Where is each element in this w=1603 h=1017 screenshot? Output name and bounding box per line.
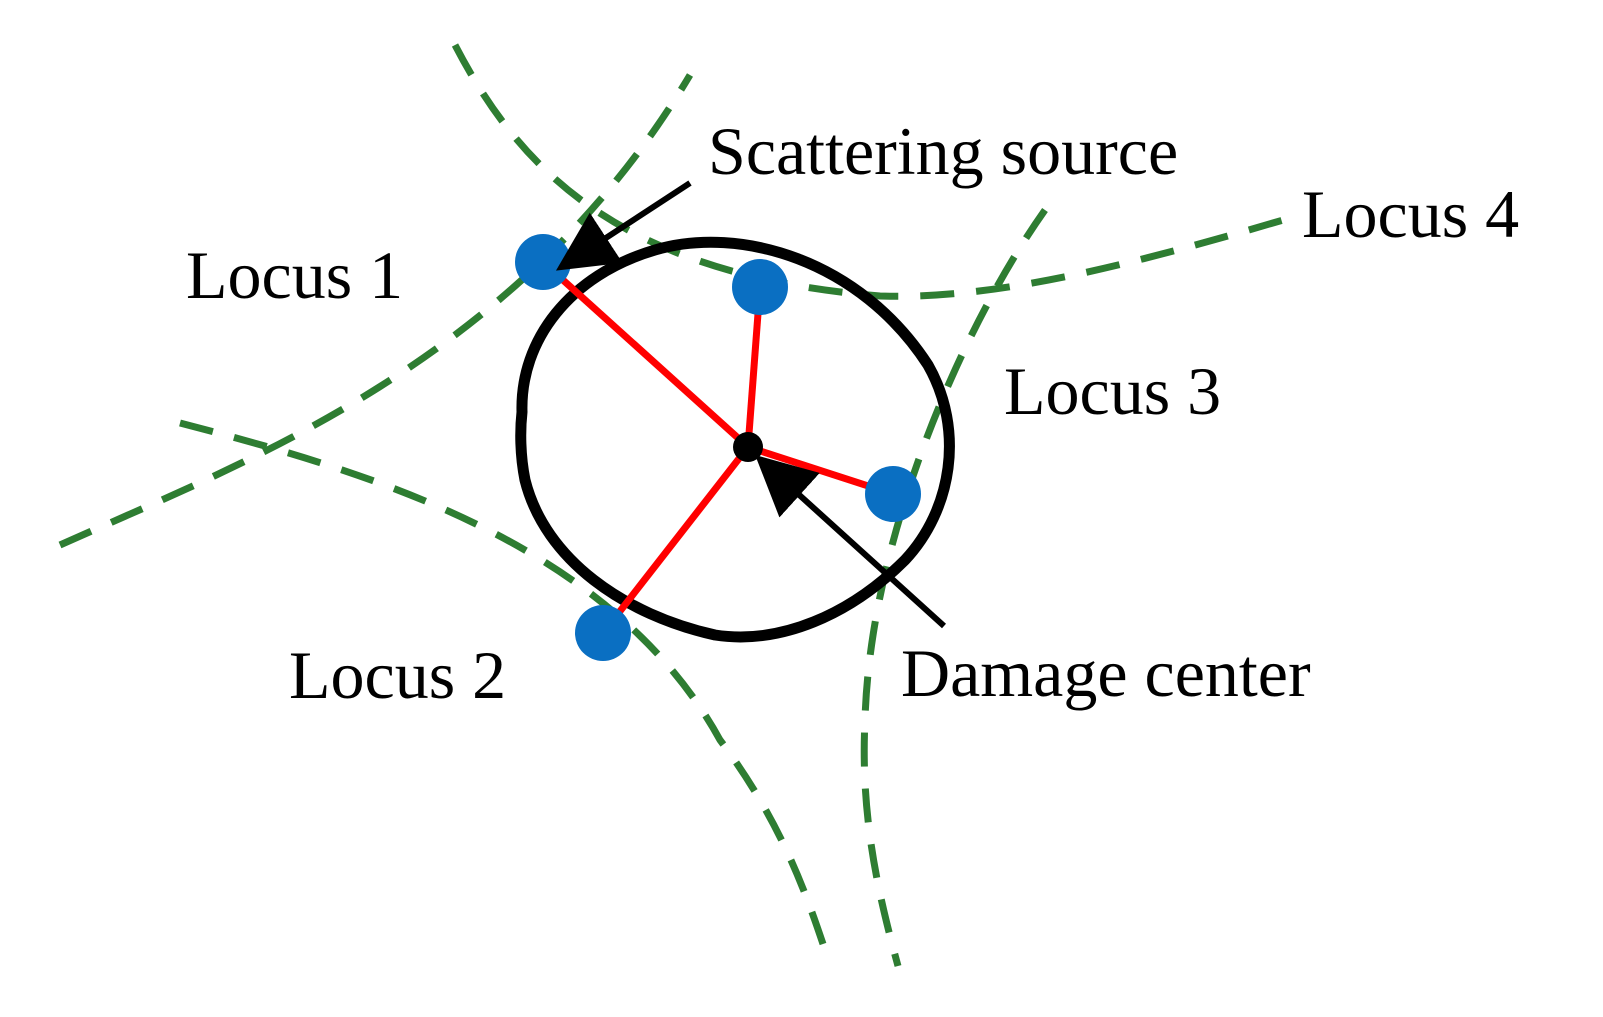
scattering-source-label: Scattering source — [708, 113, 1178, 189]
connector-line-locus-1 — [540, 259, 751, 450]
damage-center-arrow — [755, 454, 947, 629]
locus-3-label: Locus 3 — [1004, 353, 1221, 429]
damage-center-point — [733, 432, 763, 462]
locus-4-curve — [451, 43, 1291, 300]
scattering-point-2 — [575, 605, 631, 661]
damage-region-outline — [515, 236, 955, 643]
locus-2-curve — [179, 419, 829, 952]
connector-line-locus-2 — [600, 444, 751, 636]
damage-center-label: Damage center — [901, 635, 1311, 711]
locus-1-label: Locus 1 — [186, 237, 403, 313]
locus-2-label: Locus 2 — [289, 637, 506, 713]
scattering-source-arrow — [555, 180, 692, 271]
scattering-point-1 — [515, 234, 571, 290]
locus-4-label: Locus 4 — [1302, 176, 1519, 252]
locus-1-curve — [58, 73, 694, 549]
locus-3-curve — [860, 207, 1048, 967]
scattering-point-4 — [732, 259, 788, 315]
scattering-point-3 — [865, 466, 921, 522]
